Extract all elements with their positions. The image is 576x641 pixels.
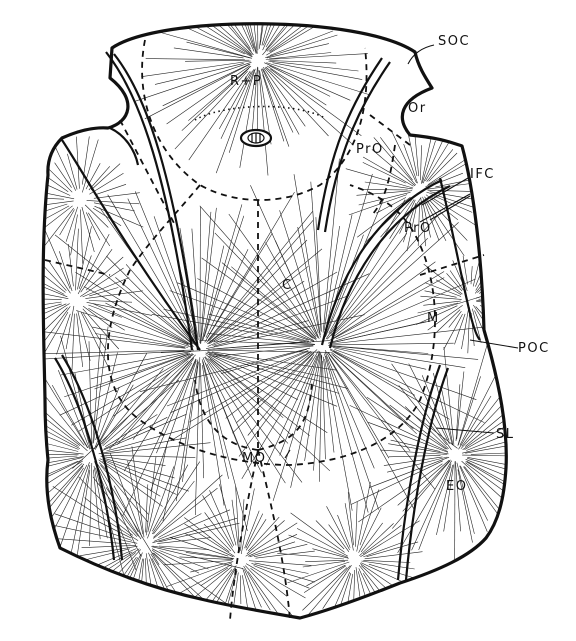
structure-labels: SOC Or IFC POC SL R+P PrO PrO C M MO EO <box>230 34 550 494</box>
label-ifc: IFC <box>470 167 495 182</box>
label-eo: EO <box>446 479 467 494</box>
label-c: C <box>282 278 293 293</box>
label-pro-right: PrO <box>404 221 432 236</box>
label-rp: R+P <box>230 74 262 89</box>
label-leaders <box>285 45 518 458</box>
label-m: M <box>427 311 440 326</box>
label-poc: POC <box>518 341 550 356</box>
label-sl: SL <box>496 427 515 442</box>
pineal-dotted-arc <box>195 106 325 120</box>
label-mo: MO <box>242 451 266 466</box>
label-soc: SOC <box>438 34 470 49</box>
radiating-striations <box>0 0 564 636</box>
pineal-opening <box>241 130 271 146</box>
label-pro-left: PrO <box>356 142 384 157</box>
label-or: Or <box>408 101 427 116</box>
